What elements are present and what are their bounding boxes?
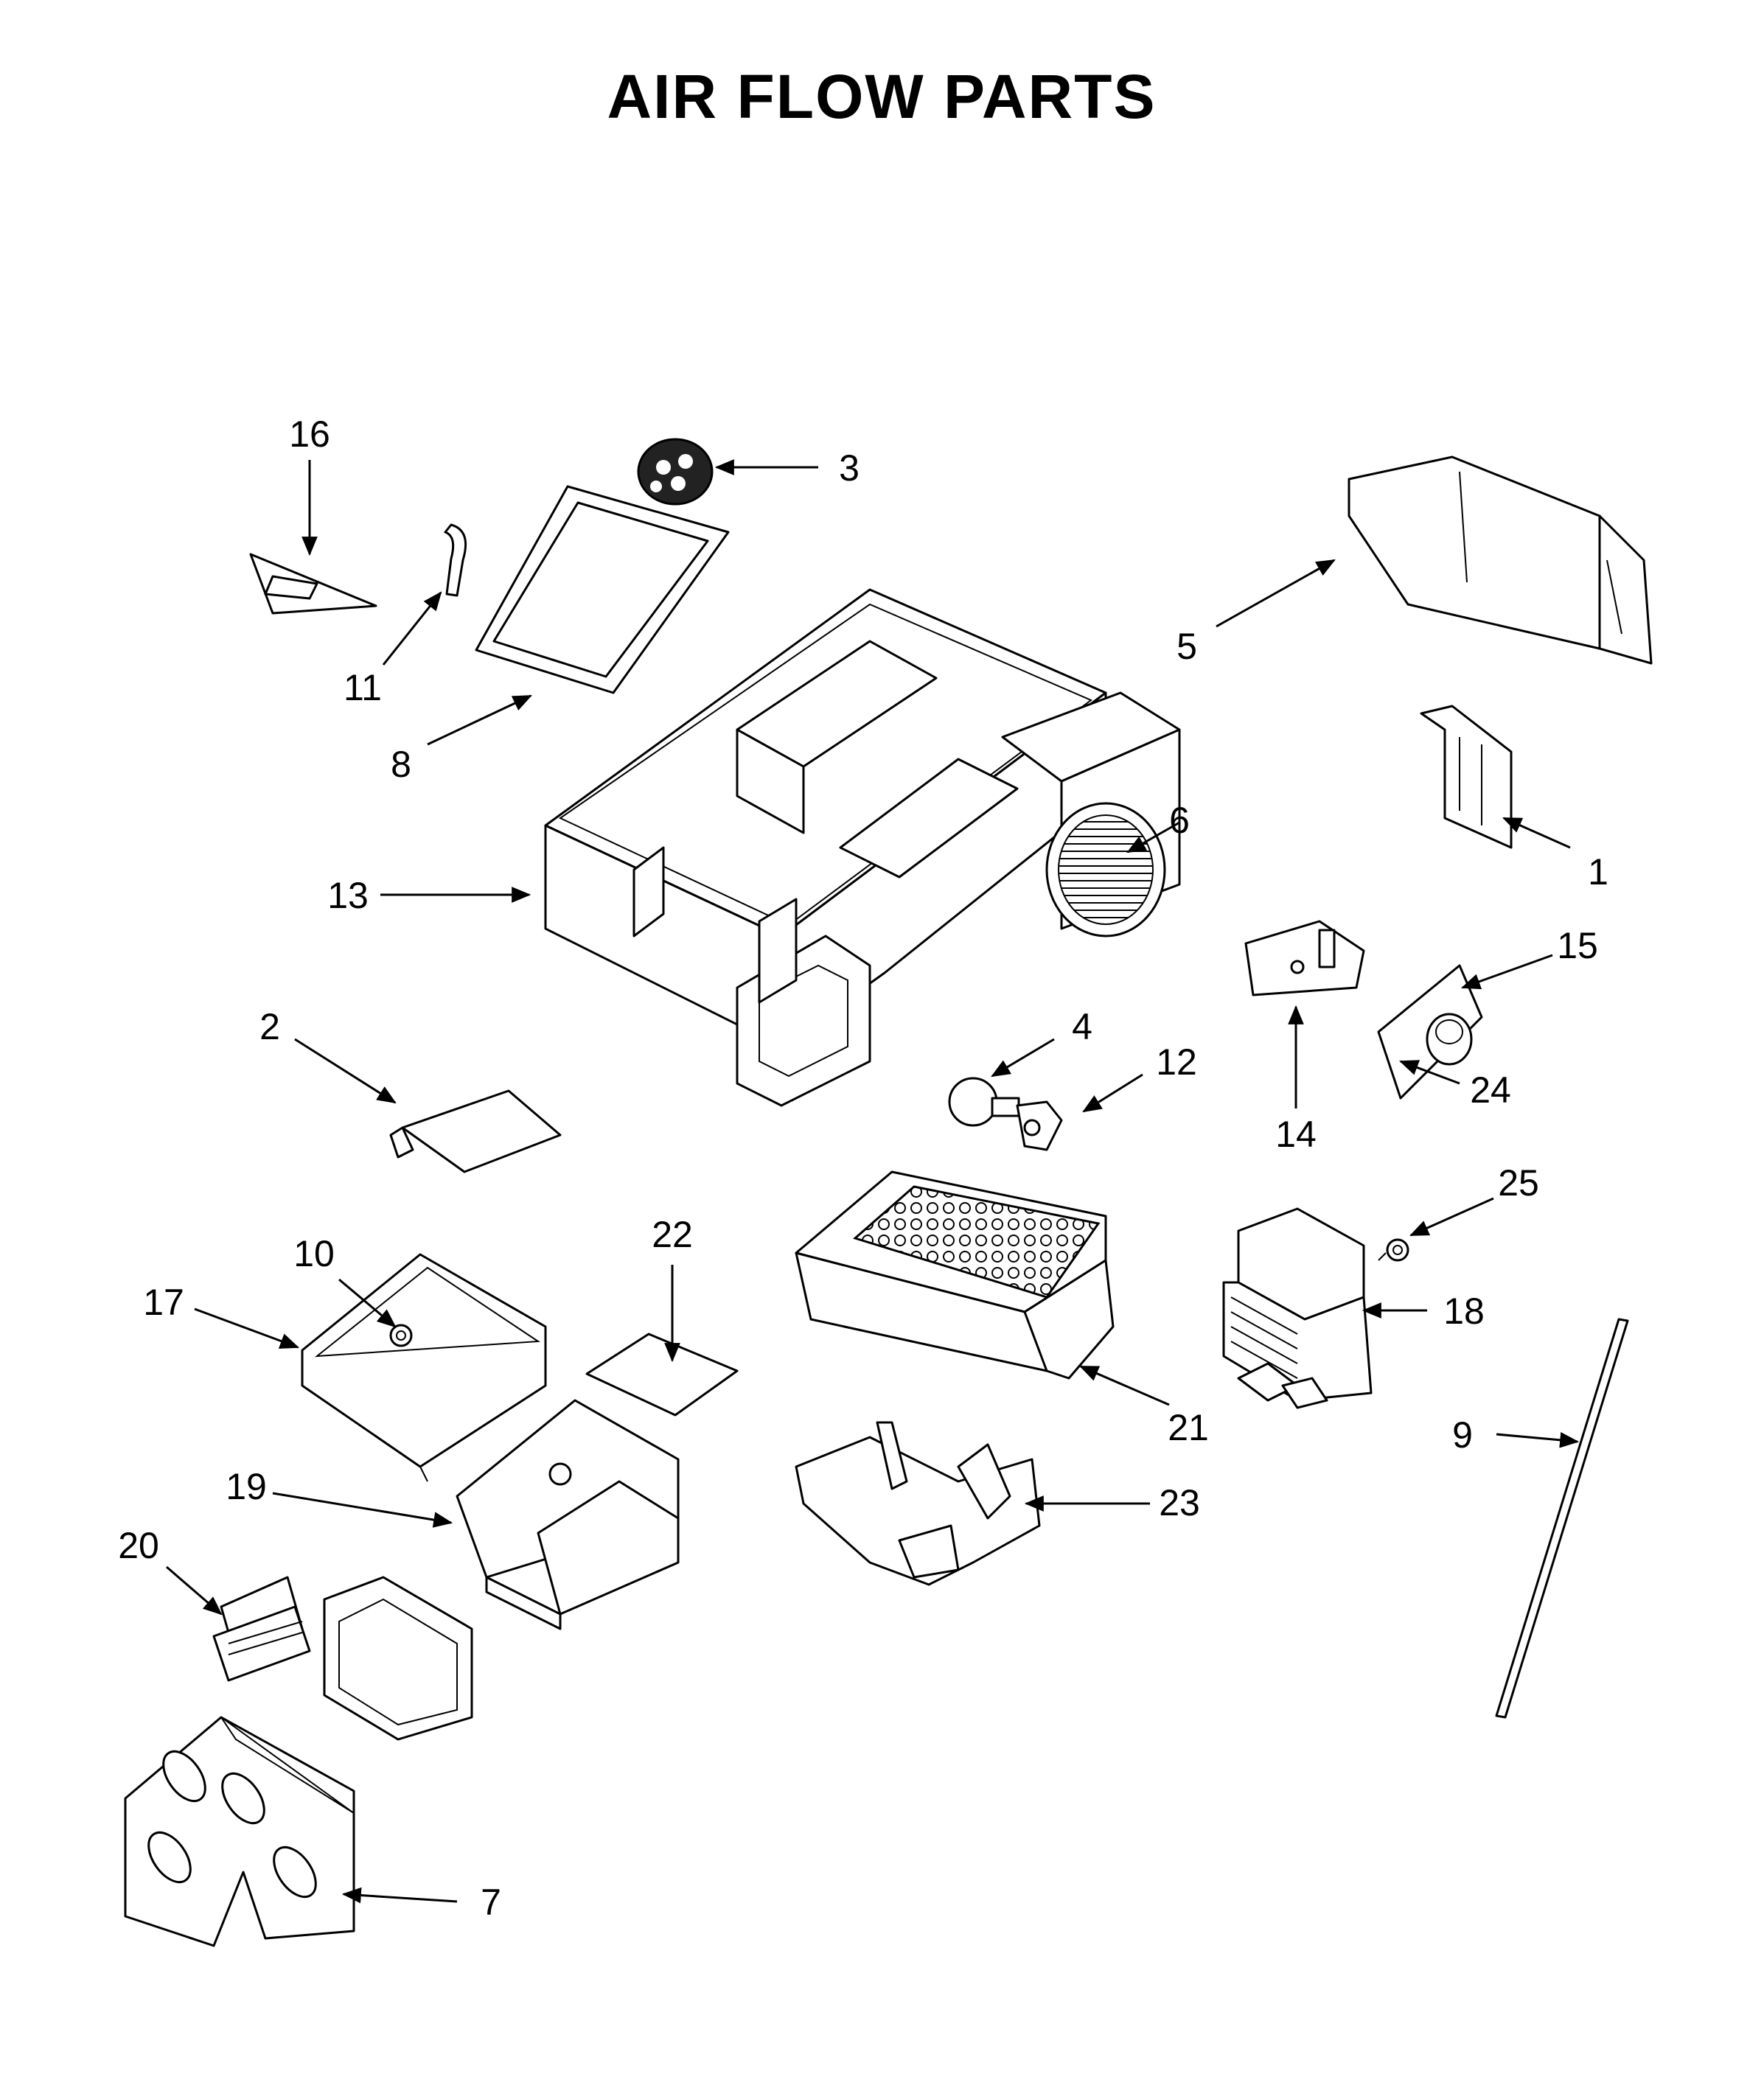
leader-6 (1126, 821, 1180, 853)
callout-25: 25 (1498, 1162, 1539, 1204)
callout-6: 6 (1169, 800, 1190, 841)
part-13-air-duct-housing (544, 588, 1181, 1107)
part-10-thermal-cutoff (389, 1324, 413, 1347)
part-4-lamp-bulb (948, 1077, 1020, 1127)
callout-labels: 1 2 3 4 5 6 7 8 9 10 11 12 13 14 15 16 1… (118, 413, 1608, 1923)
leader-7 (341, 1887, 458, 1904)
part-8-filter-frame (475, 485, 730, 694)
callout-22: 22 (652, 1214, 693, 1255)
leader-24 (1398, 1060, 1460, 1085)
callout-13: 13 (327, 875, 369, 916)
leader-19 (272, 1492, 453, 1528)
leader-10 (338, 1278, 397, 1328)
part-12-lamp-socket (1016, 1100, 1063, 1151)
part-5-vent-duct (1348, 455, 1653, 665)
callout-4: 4 (1072, 1006, 1092, 1047)
leader-20 (166, 1565, 223, 1616)
part-7-shield (124, 1716, 355, 1947)
part-22-plate (585, 1333, 739, 1417)
part-23-air-guide (795, 1421, 1041, 1586)
part-9-rod (1495, 1318, 1629, 1719)
leader-9 (1496, 1432, 1580, 1448)
callout-2: 2 (259, 1006, 280, 1047)
part-18-magnetron (1222, 1207, 1373, 1409)
leader-21 (1079, 1365, 1170, 1406)
callout-18: 18 (1443, 1291, 1485, 1332)
leader-lines (166, 459, 1580, 1904)
callout-10: 10 (293, 1233, 335, 1274)
leader-1 (1502, 817, 1571, 849)
leader-17 (194, 1307, 300, 1349)
callout-23: 23 (1159, 1482, 1200, 1523)
callout-1: 1 (1588, 851, 1608, 893)
part-17-shield (301, 1253, 547, 1482)
part-21-vent-grille (795, 1170, 1115, 1380)
part-2-cover-plate (389, 1089, 562, 1173)
part-14-control-board (1244, 920, 1365, 996)
leader-2 (294, 1038, 397, 1104)
part-24-lamp-socket (1426, 1013, 1473, 1066)
callout-15: 15 (1557, 925, 1598, 966)
leader-4 (991, 1038, 1055, 1078)
callout-24: 24 (1470, 1069, 1511, 1111)
callout-16: 16 (289, 413, 330, 455)
callout-5: 5 (1176, 626, 1197, 667)
callout-11: 11 (344, 667, 382, 708)
leader-25 (1409, 1197, 1494, 1237)
leader-8 (427, 694, 532, 746)
part-19-duct-bracket (456, 1399, 680, 1630)
part-16-plate (249, 553, 377, 615)
part-25-thermostat (1378, 1238, 1409, 1262)
callout-19: 19 (226, 1466, 267, 1507)
leader-15 (1460, 954, 1553, 990)
callout-20: 20 (118, 1525, 159, 1566)
part-11-hose (444, 523, 467, 597)
leader-5 (1216, 559, 1336, 628)
callout-12: 12 (1156, 1041, 1197, 1083)
part-20-fan-shroud (212, 1576, 473, 1741)
page-title: AIR FLOW PARTS (607, 62, 1156, 131)
callout-9: 9 (1452, 1414, 1473, 1456)
leader-12 (1082, 1073, 1143, 1113)
callout-7: 7 (481, 1882, 501, 1923)
callout-21: 21 (1168, 1407, 1209, 1448)
part-3-motor (637, 438, 714, 506)
callout-8: 8 (391, 744, 411, 785)
leader-11 (382, 591, 442, 666)
callout-14: 14 (1275, 1114, 1317, 1155)
callout-3: 3 (839, 447, 860, 489)
part-1-bracket (1420, 705, 1513, 849)
callout-17: 17 (143, 1282, 184, 1323)
